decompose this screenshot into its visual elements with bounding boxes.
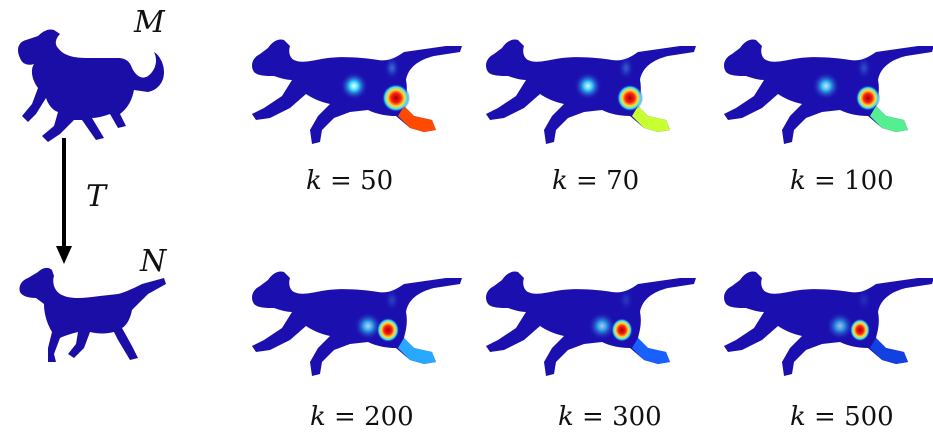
k-value: 300 (612, 402, 662, 432)
hindleg-hotspot (611, 318, 633, 342)
belly-hotspot (588, 312, 616, 340)
hindleg-hotspot (376, 317, 400, 343)
heatmap-horse-k70 (486, 39, 696, 145)
heatmap-horse-k100 (724, 39, 933, 145)
k-value: 200 (364, 402, 414, 432)
k-symbol: k (558, 402, 574, 432)
back-glow (384, 56, 400, 80)
tail-heat-region (632, 338, 670, 364)
belly-hotspot (354, 312, 382, 340)
heatmap-panels (252, 39, 933, 376)
tail-heat-region (870, 106, 908, 132)
k-label-50: k = 50 (306, 166, 394, 196)
map-arrow-head (56, 246, 72, 264)
tail-heat-region (398, 338, 436, 364)
belly-hotspot (812, 72, 840, 100)
back-glow (856, 56, 872, 80)
k-value: 100 (844, 166, 894, 196)
tail-heat-region (632, 106, 670, 132)
belly-hotspot (574, 72, 602, 100)
k-value: 70 (606, 166, 640, 196)
tail-heat-region (870, 338, 908, 364)
target-label: N (140, 244, 167, 279)
back-glow (856, 288, 872, 312)
k-label-100: k = 100 (790, 166, 894, 196)
k-symbol: k (552, 166, 568, 196)
hindleg-hotspot (382, 84, 410, 112)
k-symbol: k (790, 402, 806, 432)
back-glow (618, 56, 634, 80)
source-label: M (134, 5, 165, 40)
heatmap-horse-k300 (486, 271, 696, 376)
k-label-70: k = 70 (552, 166, 640, 196)
hindleg-hotspot (849, 318, 871, 342)
hindleg-hotspot (616, 84, 644, 112)
k-label-500: k = 500 (790, 402, 894, 432)
heatmap-horse-k50 (252, 39, 462, 145)
k-symbol: k (306, 166, 322, 196)
heatmap-horse-k200 (252, 271, 462, 376)
back-glow (384, 288, 400, 312)
hindleg-hotspot (855, 85, 881, 111)
belly-hotspot (826, 312, 854, 340)
back-glow (618, 288, 634, 312)
belly-hotspot (340, 72, 368, 100)
k-symbol: k (790, 166, 806, 196)
k-label-300: k = 300 (558, 402, 662, 432)
tail-heat-region (398, 106, 436, 132)
source-shape-m (18, 29, 164, 143)
k-label-200: k = 200 (310, 402, 414, 432)
heatmap-horse-k500 (724, 271, 933, 376)
target-shape-n (19, 267, 167, 362)
map-label: T (86, 179, 107, 214)
k-symbol: k (310, 402, 326, 432)
k-value: 50 (360, 166, 394, 196)
k-value: 500 (844, 402, 894, 432)
